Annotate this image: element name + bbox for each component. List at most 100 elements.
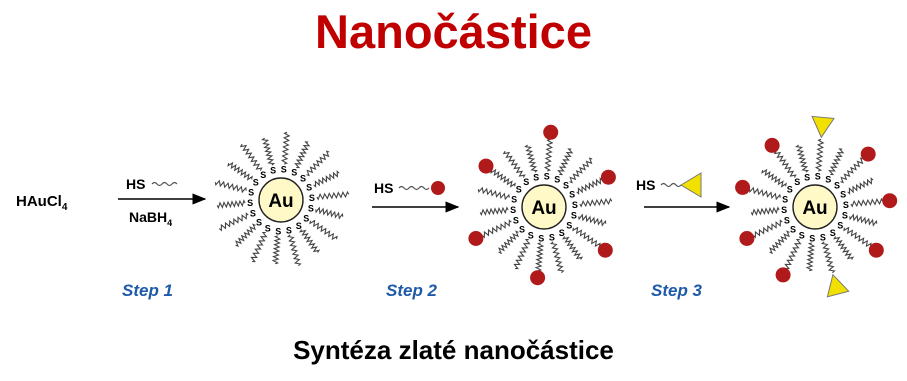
reagent-hs-step3: HS [636,177,655,193]
sulfur-label: S [790,224,796,234]
sulfur-label: S [528,231,534,241]
gold-core [792,184,838,230]
ligand-chain [820,241,836,274]
ligand-chain [490,168,516,188]
ligand-chain [498,230,519,255]
sulfur-label: S [510,205,516,215]
step-label-1: Step 1 [122,281,173,300]
gold-core [521,184,567,230]
ligand-chain [748,186,781,201]
sulfur-label: S [544,172,550,182]
ligand-chain [261,137,276,166]
ligand-chain [524,144,539,173]
ligand-chain [557,148,574,176]
sulfur-label: S [523,177,529,187]
ligand-chain [828,148,845,176]
ligand-chain [752,219,783,239]
ligand-chain [479,206,509,217]
reagent-hs-step1: HS [126,176,145,192]
sulfur-label: S [291,167,297,177]
ligand-chain [477,186,510,201]
sulfur-label: S [516,185,522,195]
au-label: Au [268,191,293,212]
sulfur-label: S [809,233,815,243]
ligand-chain [750,206,780,217]
ligand-chain [761,168,787,188]
sulfur-label: S [820,233,826,243]
ligand-chain [578,213,607,227]
ligand-chain [214,179,247,194]
red-functional-group [775,267,791,283]
red-functional-group [478,158,494,174]
sulfur-label: S [787,185,793,195]
sulfur-label: S [275,226,281,236]
sulfur-label: S [799,231,805,241]
ligand-chain [576,177,603,195]
red-functional-group [739,231,755,246]
red-functional-group [468,231,484,246]
step-label-3: Step 3 [651,281,703,300]
red-functional-group [860,146,876,162]
yellow-triangle-group [680,172,702,198]
ligand-chain [840,157,864,184]
sulfur-label: S [842,211,848,221]
red-functional-group [735,179,751,195]
sulfur-label: S [286,226,292,236]
gold-core [258,177,304,223]
sulfur-label: S [804,173,810,183]
sulfur-label: S [781,205,787,215]
sulfur-label: S [782,194,788,204]
sulfur-label: S [825,174,831,184]
sulfur-label: S [538,233,544,243]
sulfur-label: S [265,224,271,234]
sulfur-label: S [837,220,843,230]
ligand-chain [805,242,816,272]
sulfur-label: S [303,213,309,223]
sulfur-label: S [281,165,287,175]
ligand-chain [569,157,593,184]
ligand-chain [773,150,797,178]
sulfur-label: S [270,166,276,176]
sulfur-label: S [306,183,312,193]
sulfur-label: S [308,204,314,214]
ligand-chain [294,141,311,169]
sulfur-label: S [840,190,846,200]
sulfur-label: S [253,178,259,188]
ligand-chain [769,230,790,255]
sulfur-label: S [247,198,253,208]
sulfur-label: S [549,233,555,243]
sulfur-label: S [296,221,302,231]
sulfur-label: S [563,181,569,191]
step-label-2: Step 2 [386,281,438,300]
ligand-chain [239,143,263,171]
sulfur-label: S [256,217,262,227]
sulfur-label: S [569,190,575,200]
ligand-chain [481,219,512,239]
red-functional-group [543,124,559,140]
ligand-chain [271,235,282,265]
sulfur-label: S [248,187,254,197]
sulfur-label: S [511,194,517,204]
sulfur-label: S [250,209,256,219]
sulfur-label: S [572,200,578,210]
sulfur-label: S [830,228,836,238]
ligand-chain [502,150,526,178]
sulfur-label: S [559,228,565,238]
red-functional-group [431,181,445,195]
sulfur-label: S [834,181,840,191]
ligand-chain [299,229,321,253]
ligand-chain [572,226,601,248]
ligand-chain [235,223,256,248]
figure-caption: Syntéza zlaté nanočástice [293,335,614,365]
sulfur-label: S [513,216,519,226]
sulfur-label: S [843,200,849,210]
ligand-chain [513,239,531,270]
red-functional-group [530,270,546,286]
page-title: Nanočástice [315,5,592,58]
au-label: Au [802,198,827,219]
ligand-chain [250,232,268,263]
ligand-chain [784,239,802,270]
